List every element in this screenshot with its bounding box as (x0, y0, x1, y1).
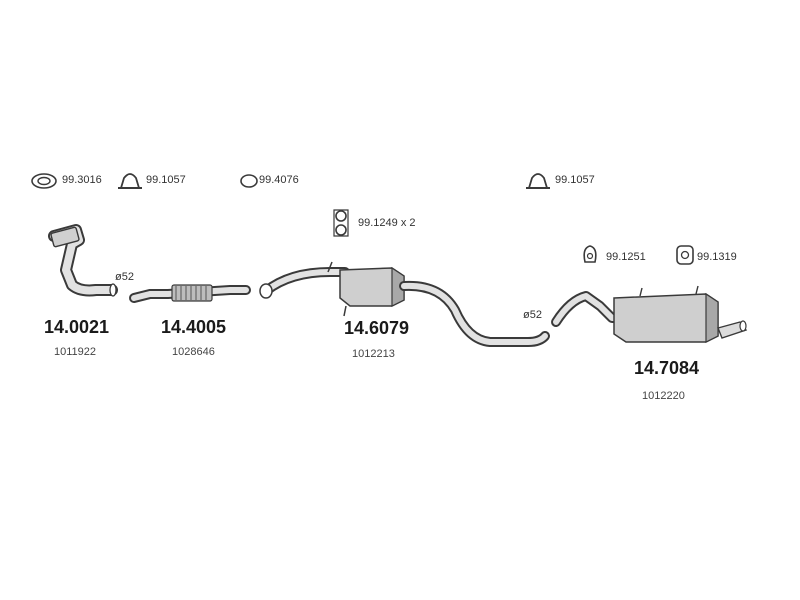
oem-number-middle-silencer: 1012213 (352, 348, 395, 360)
flex-pipe-part (129, 284, 251, 303)
rubber-hanger-icon (333, 209, 349, 237)
accessory-code-99-1057: 99.1057 (146, 174, 186, 186)
middle-silencer-part (259, 261, 550, 347)
oem-number-rear-silencer: 1012220 (642, 390, 685, 402)
part-number-rear-silencer: 14.7084 (634, 358, 700, 378)
accessory-code-99-1251: 99.1251 (606, 251, 646, 263)
pipe-diameter-label: ø52 (523, 309, 542, 321)
rubber-mount-icon (583, 245, 597, 263)
rear-silencer-part (551, 285, 748, 343)
oem-number-flex-pipe: 1028646 (172, 346, 215, 358)
pipe-clamp-icon (118, 173, 142, 189)
gasket-ring-icon (31, 173, 57, 189)
seal-ring-icon (240, 174, 258, 188)
oem-number-front-pipe: 1011922 (54, 346, 97, 358)
part-number-front-pipe: 14.0021 (44, 317, 110, 337)
accessory-code-99-1057-rear: 99.1057 (555, 174, 595, 186)
accessory-code-99-4076: 99.4076 (259, 174, 299, 186)
pipe-diameter-label: ø52 (115, 271, 134, 283)
rubber-mount-icon (676, 245, 694, 265)
accessory-code-99-3016: 99.3016 (62, 174, 102, 186)
part-number-middle-silencer: 14.6079 (344, 318, 410, 338)
accessory-code-99-1249: 99.1249 x 2 (358, 217, 416, 229)
pipe-clamp-icon (526, 173, 550, 189)
accessory-code-99-1319: 99.1319 (697, 251, 737, 263)
part-number-flex-pipe: 14.4005 (161, 317, 227, 337)
front-pipe-part (48, 224, 118, 297)
